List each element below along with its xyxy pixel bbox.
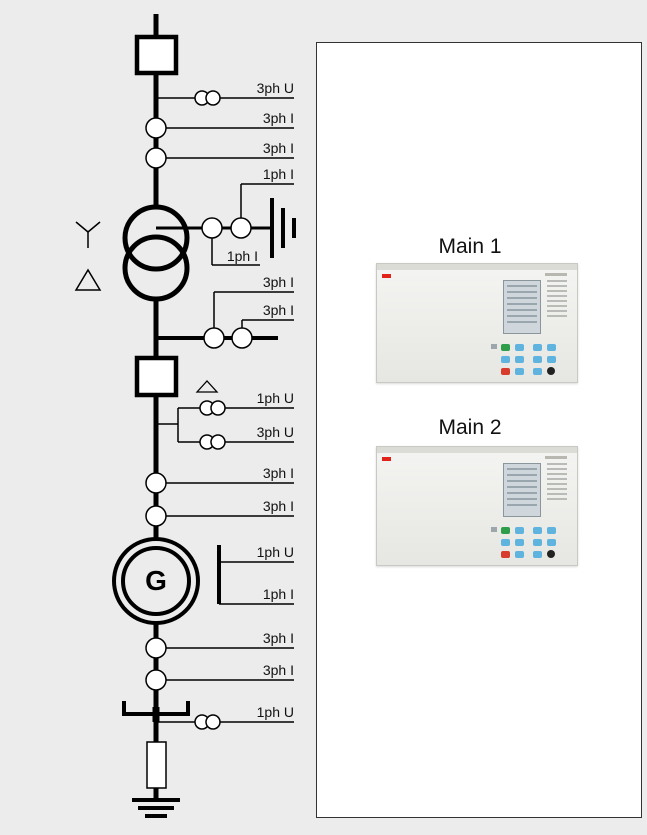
relay-screen xyxy=(503,280,541,334)
label-3ph-i: 3ph I xyxy=(262,274,294,290)
label-3ph-i: 3ph I xyxy=(262,110,294,126)
relay-screen xyxy=(503,463,541,517)
power-transformer xyxy=(122,204,190,302)
main-1-relay-image xyxy=(376,263,578,383)
label-3ph-i: 3ph I xyxy=(262,662,294,678)
label-3ph-u-top: 3ph U xyxy=(256,80,294,96)
label-3ph-i: 3ph I xyxy=(262,630,294,646)
transformer-neutral xyxy=(156,183,296,266)
current-transformers xyxy=(145,117,294,691)
breaker-lower xyxy=(134,355,179,398)
label-1ph-u: 1ph U xyxy=(256,544,294,560)
neutral-grounding xyxy=(122,701,294,818)
label-1ph-u: 1ph U xyxy=(256,704,294,720)
label-3ph-i: 3ph I xyxy=(262,498,294,514)
label-1ph-i-neutral: 1ph I xyxy=(226,248,258,264)
generator xyxy=(112,537,200,625)
voltage-transformers-mid xyxy=(156,400,294,450)
label-1ph-u: 1ph U xyxy=(256,390,294,406)
label-3ph-i: 3ph I xyxy=(262,465,294,481)
ied-panel xyxy=(316,42,642,818)
breaker-upper xyxy=(134,34,179,76)
open-delta-symbol xyxy=(195,380,219,393)
main-1-title: Main 1 xyxy=(438,235,502,258)
main-2-title: Main 2 xyxy=(438,416,502,439)
label-1ph-i: 1ph I xyxy=(262,166,294,182)
label-1ph-i: 1ph I xyxy=(262,586,294,602)
generator-label: G xyxy=(145,565,167,596)
delta-winding-symbol xyxy=(74,268,102,291)
generator-terminal-bar xyxy=(217,545,294,605)
relay-logo-icon xyxy=(382,274,391,278)
label-3ph-u: 3ph U xyxy=(256,424,294,440)
wye-winding-symbol xyxy=(75,221,101,248)
relay-logo-icon xyxy=(382,457,391,461)
main-2-relay-image xyxy=(376,446,578,566)
auxiliary-branch xyxy=(156,291,294,349)
voltage-transformer-top xyxy=(156,90,294,106)
label-3ph-i: 3ph I xyxy=(262,140,294,156)
label-3ph-i: 3ph I xyxy=(262,302,294,318)
